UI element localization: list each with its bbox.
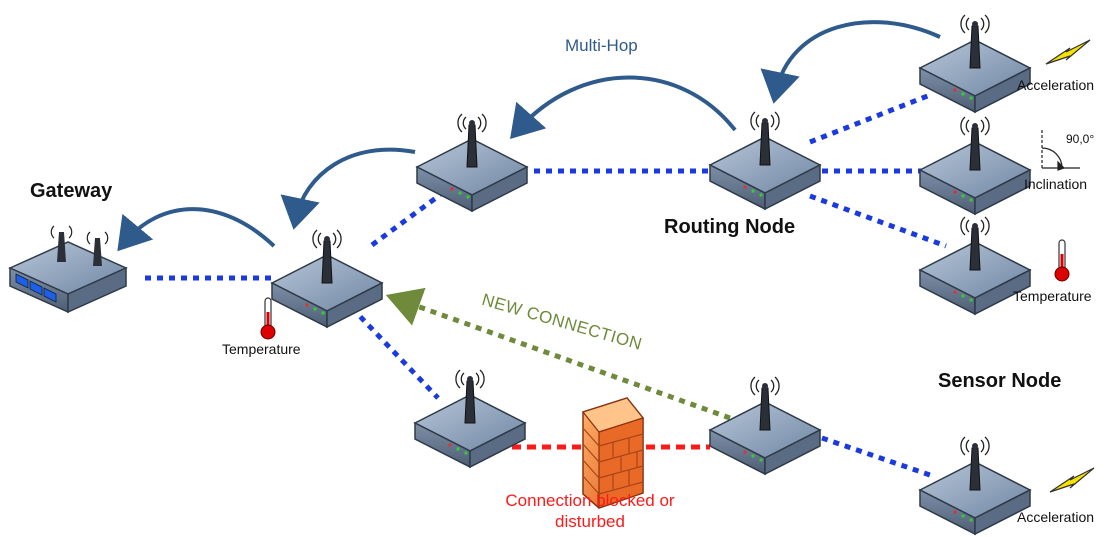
link-node-to-hop1 xyxy=(370,192,442,248)
gateway-router-icon xyxy=(8,225,128,314)
router-node-icon xyxy=(271,229,383,328)
lightning-icon xyxy=(1045,39,1091,65)
router-node-icon xyxy=(919,436,1031,535)
sensor-node-label: Sensor Node xyxy=(938,370,1062,392)
temperature-label-left: Temperature xyxy=(222,341,301,357)
multi-hop-label: Multi-Hop xyxy=(565,36,638,55)
link-sensor-to-accel xyxy=(821,435,931,478)
acceleration-label-bottom: Acceleration xyxy=(1017,509,1095,525)
inclination-angle-icon xyxy=(1041,130,1080,171)
thermometer-icon xyxy=(260,297,276,340)
router-node-icon xyxy=(709,111,821,210)
inclination-label: Inclination xyxy=(1024,176,1088,192)
router-node-icon xyxy=(416,113,528,212)
firewall-icon xyxy=(581,397,645,509)
router-node-icon xyxy=(414,369,526,468)
routing-node-label: Routing Node xyxy=(664,216,796,238)
new-connection-arrow xyxy=(385,287,731,421)
multi-hop-arrows xyxy=(117,20,941,252)
wireless-links xyxy=(145,92,947,478)
lightning-icon xyxy=(1049,467,1095,493)
blocked-line-2: disturbed xyxy=(555,512,625,531)
angle-label: 90,0° xyxy=(1066,132,1095,146)
link-node-to-lower xyxy=(350,306,440,400)
gateway-label: Gateway xyxy=(30,180,113,202)
router-node-icon xyxy=(919,14,1031,113)
thermometer-icon xyxy=(1054,239,1070,282)
link-routing-to-accel xyxy=(809,92,931,145)
router-node-icon xyxy=(709,376,821,475)
blocked-connection-label: Connection blocked or disturbed xyxy=(490,490,690,532)
blocked-line-1: Connection blocked or xyxy=(505,491,675,510)
temperature-label-right: Temperature xyxy=(1013,288,1092,304)
router-node-icon xyxy=(919,116,1031,215)
link-routing-to-temp xyxy=(809,193,947,249)
acceleration-label-top: Acceleration xyxy=(1017,77,1095,93)
